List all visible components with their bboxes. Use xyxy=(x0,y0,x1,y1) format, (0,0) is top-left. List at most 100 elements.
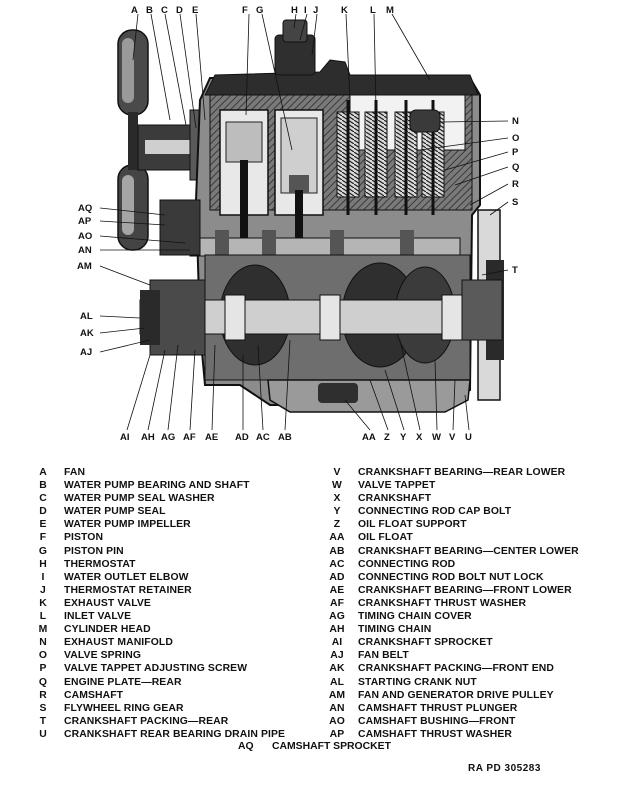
legend-key: G xyxy=(38,545,48,557)
legend-description: FAN BELT xyxy=(358,650,409,662)
legend-description: CAMSHAFT xyxy=(64,689,124,701)
callout-label: G xyxy=(256,5,263,16)
callout-label: AA xyxy=(362,432,376,443)
callout-label: V xyxy=(449,432,456,443)
legend-description: WATER PUMP IMPELLER xyxy=(64,519,191,531)
legend-description: CONNECTING ROD BOLT NUT LOCK xyxy=(358,571,544,583)
legend-description: THERMOSTAT RETAINER xyxy=(64,584,192,596)
callout-label: AG xyxy=(161,432,175,443)
legend-row: E WATER PUMP IMPELLER xyxy=(28,518,328,531)
valve-train xyxy=(336,100,445,215)
callout-label: D xyxy=(176,5,183,16)
callout-label: AF xyxy=(183,432,196,443)
callout-label: AC xyxy=(256,432,270,443)
legend-description: STARTING CRANK NUT xyxy=(358,676,477,688)
legend-description: CRANKSHAFT PACKING—FRONT END xyxy=(358,663,554,675)
legend-description: EXHAUST MANIFOLD xyxy=(64,637,173,649)
legend-description: OIL FLOAT SUPPORT xyxy=(358,519,467,531)
legend-description: CONNECTING ROD CAP BOLT xyxy=(358,506,512,518)
callout-label: H xyxy=(291,5,298,16)
legend-key: AK xyxy=(329,663,345,675)
legend-description: FAN AND GENERATOR DRIVE PULLEY xyxy=(358,689,554,701)
callout-label: J xyxy=(313,5,318,16)
callout-label: F xyxy=(242,5,248,16)
callouts-left: AQ AP AO AN AM AL AK AJ xyxy=(77,203,94,358)
legend-key: T xyxy=(39,715,47,727)
legend-key: E xyxy=(39,519,47,531)
legend-key: K xyxy=(39,597,47,609)
legend-key: L xyxy=(39,611,47,623)
legend-key: O xyxy=(38,650,48,662)
legend-description: CYLINDER HEAD xyxy=(64,624,151,636)
timing-cover xyxy=(140,199,206,356)
callout-label: AB xyxy=(278,432,292,443)
legend-row: AP CAMSHAFT THRUST WASHER xyxy=(322,728,612,741)
legend-key: AH xyxy=(329,624,345,636)
legend-description: CRANKSHAFT SPROCKET xyxy=(358,637,493,649)
legend-description: CAMSHAFT SPROCKET xyxy=(272,741,391,752)
legend-description: CAMSHAFT THRUST WASHER xyxy=(358,728,513,740)
legend-description: FLYWHEEL RING GEAR xyxy=(64,702,184,714)
legend-key: AL xyxy=(329,676,345,688)
legend-description: CRANKSHAFT REAR BEARING DRAIN PIPE xyxy=(64,728,286,740)
legend-key: Y xyxy=(333,506,341,518)
legend-key: Q xyxy=(38,676,48,688)
oil-pan xyxy=(267,379,471,413)
legend-key: AE xyxy=(329,584,345,596)
legend-row: AL STARTING CRANK NUT xyxy=(322,676,612,689)
callout-label: B xyxy=(146,5,153,16)
legend-key: F xyxy=(39,532,47,544)
legend-row: AM FAN AND GENERATOR DRIVE PULLEY xyxy=(322,689,612,702)
legend-row: AE CRANKSHAFT BEARING—FRONT LOWER xyxy=(322,584,612,597)
legend-row: U CRANKSHAFT REAR BEARING DRAIN PIPE xyxy=(28,728,328,741)
callout-label: AN xyxy=(78,245,92,256)
legend-description: PISTON xyxy=(64,532,104,544)
callout-label: T xyxy=(512,265,518,276)
legend-key: AM xyxy=(328,689,346,701)
legend-key: AA xyxy=(329,532,345,544)
legend-key: U xyxy=(39,728,47,740)
legend-row: F PISTON xyxy=(28,531,328,544)
legend-key: AP xyxy=(329,728,345,740)
legend-description: OIL FLOAT xyxy=(358,532,413,544)
legend-key: X xyxy=(333,493,341,505)
legend-description: CAMSHAFT BUSHING—FRONT xyxy=(358,715,516,727)
legend-description: WATER PUMP SEAL WASHER xyxy=(64,493,215,505)
callout-label: A xyxy=(131,5,138,16)
callout-label: AH xyxy=(141,432,155,443)
callout-label: AE xyxy=(205,432,218,443)
callout-label: Y xyxy=(400,432,407,443)
callout-label: S xyxy=(512,197,518,208)
callout-label: AI xyxy=(120,432,130,443)
legend-key: R xyxy=(39,689,47,701)
legend-description: CRANKSHAFT PACKING—REAR xyxy=(64,715,229,727)
engine-cutaway-diagram: A B C D E F G H I J K L M N O P Q R S T … xyxy=(77,5,519,443)
leader-lines xyxy=(99,13,509,431)
legend-description: CRANKSHAFT BEARING—FRONT LOWER xyxy=(358,584,572,596)
callout-label: R xyxy=(512,179,519,190)
legend-key: C xyxy=(39,493,47,505)
callout-label: O xyxy=(512,133,519,144)
plate-number: RA PD 305283 xyxy=(468,763,541,774)
legend-description: CRANKSHAFT BEARING—CENTER LOWER xyxy=(358,545,579,557)
legend-description: VALVE SPRING xyxy=(64,650,142,662)
legend-description: VALVE TAPPET xyxy=(358,480,436,492)
legend-key: H xyxy=(39,558,47,570)
